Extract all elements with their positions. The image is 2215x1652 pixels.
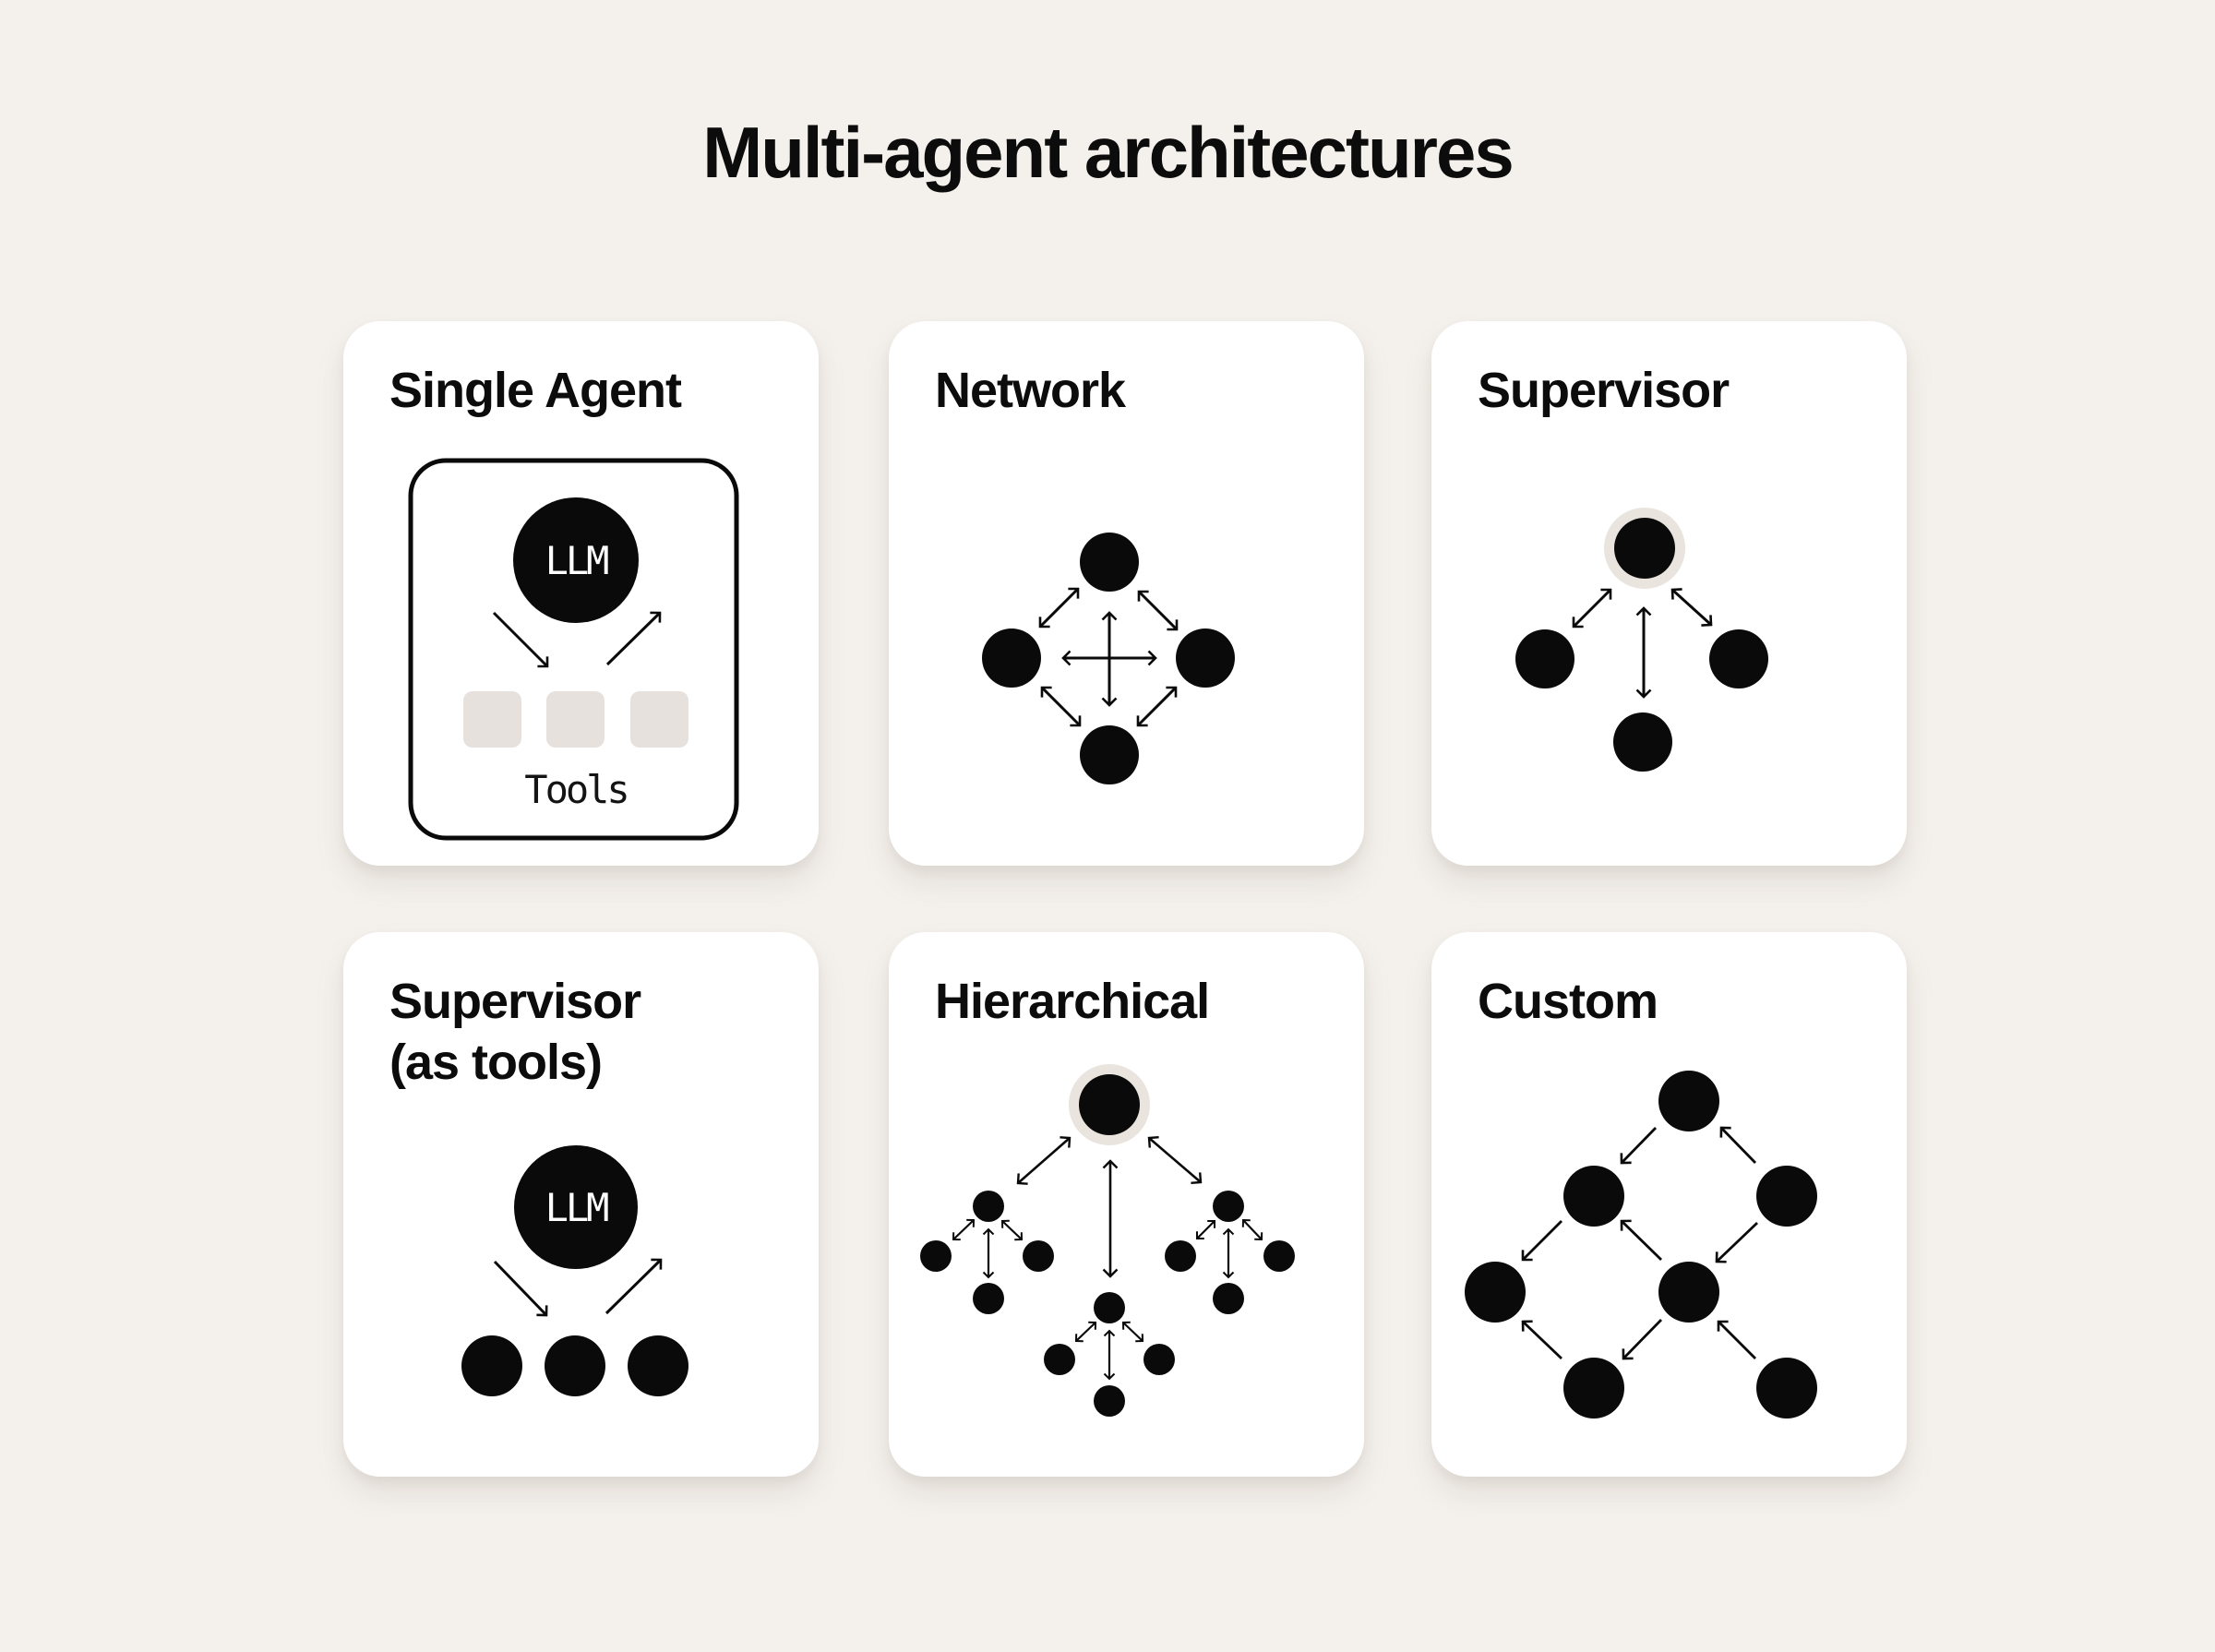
tools-label: Tools — [524, 767, 627, 812]
bidirectional-arrow — [1040, 686, 1082, 727]
card-title: Single Agent — [389, 363, 682, 418]
bidirectional-arrow — [1016, 1136, 1072, 1185]
bidirectional-arrow — [1121, 1321, 1144, 1343]
agent-node — [1563, 1166, 1624, 1227]
bidirectional-arrow — [1147, 1135, 1203, 1185]
agent-cluster-right — [1165, 1191, 1295, 1314]
card-title: Custom — [1478, 974, 1658, 1029]
team-lead-node — [973, 1191, 1004, 1222]
agent-node — [1094, 1385, 1125, 1417]
agent-node — [461, 1335, 522, 1396]
tool-square — [546, 691, 605, 748]
flow-arrow — [1620, 1219, 1662, 1262]
tool-square — [463, 691, 521, 748]
card-supervisor-as-tools: Supervisor (as tools) LLM — [343, 932, 819, 1477]
supervisor-node — [1614, 518, 1675, 579]
agent-node — [1465, 1262, 1526, 1323]
card-supervisor: Supervisor — [1431, 321, 1907, 866]
agent-node — [1709, 629, 1768, 688]
card-network: Network — [889, 321, 1364, 866]
llm-to-agents-arrow — [493, 1260, 548, 1317]
bidirectional-arrow — [1000, 1219, 1024, 1241]
agent-node — [1213, 1283, 1244, 1314]
supervisor-diagram — [1515, 508, 1768, 772]
card-custom: Custom — [1431, 932, 1907, 1477]
tools-to-llm-arrow — [605, 611, 662, 666]
llm-label: LLM — [545, 538, 609, 583]
bidirectional-arrow — [1137, 590, 1179, 631]
bidirectional-arrow — [1038, 587, 1080, 628]
agent-node — [1756, 1358, 1817, 1419]
flow-arrow — [1622, 1319, 1663, 1360]
llm-node — [514, 1145, 638, 1269]
card-title: Supervisor — [1478, 363, 1730, 418]
bidirectional-arrow — [1196, 1220, 1215, 1239]
bidirectional-arrow — [1074, 1321, 1097, 1343]
agent-node — [1080, 533, 1139, 592]
agent-node — [1165, 1240, 1196, 1272]
agent-node — [1658, 1262, 1719, 1323]
agent-node — [1023, 1240, 1054, 1272]
flow-arrow — [1719, 1126, 1757, 1164]
llm-node — [513, 497, 639, 623]
agent-node — [1263, 1240, 1295, 1272]
agent-node — [1613, 712, 1672, 772]
agent-node — [1080, 725, 1139, 784]
agent-boundary-box — [408, 458, 739, 841]
team-lead-node — [1213, 1191, 1244, 1222]
flow-arrow — [1521, 1320, 1562, 1360]
llm-to-tools-arrow — [492, 611, 549, 668]
agent-node — [1563, 1358, 1624, 1419]
agent-node — [545, 1335, 605, 1396]
supervisor-as-tools-diagram: LLM — [461, 1145, 688, 1396]
agent-node — [1143, 1344, 1175, 1375]
agent-node — [973, 1283, 1004, 1314]
card-title: Hierarchical — [935, 974, 1210, 1029]
llm-label: LLM — [545, 1185, 609, 1230]
flow-arrow — [1620, 1127, 1658, 1165]
agent-node — [1756, 1166, 1817, 1227]
flow-arrow — [1521, 1220, 1562, 1262]
flow-arrow — [1717, 1320, 1756, 1359]
bidirectional-arrow — [1136, 686, 1178, 727]
card-hierarchical: Hierarchical — [889, 932, 1364, 1477]
agent-node — [628, 1335, 688, 1396]
bidirectional-arrow — [952, 1218, 976, 1241]
agent-node — [1176, 628, 1235, 688]
agent-cluster-left — [920, 1191, 1054, 1314]
card-single-agent: Single Agent LLM Tools — [343, 321, 819, 866]
supervisor-node — [1079, 1074, 1140, 1135]
agent-node — [1044, 1344, 1075, 1375]
agent-node — [1658, 1071, 1719, 1131]
page-title: Multi-agent architectures — [702, 112, 1515, 193]
hierarchical-diagram — [920, 1064, 1295, 1417]
single-agent-diagram: LLM Tools — [408, 458, 739, 841]
agents-to-llm-arrow — [605, 1258, 663, 1315]
network-diagram — [982, 533, 1235, 784]
custom-diagram — [1465, 1071, 1817, 1419]
bidirectional-arrow — [1572, 588, 1612, 628]
flow-arrow — [1715, 1221, 1758, 1263]
team-lead-node — [1094, 1292, 1125, 1323]
bidirectional-arrow — [1670, 588, 1713, 627]
agent-cluster-center — [1044, 1292, 1175, 1417]
card-title: Supervisor (as tools) — [389, 974, 641, 1090]
agent-node — [982, 628, 1041, 688]
agent-node — [1515, 629, 1574, 688]
card-title: Network — [935, 363, 1126, 418]
agent-node — [920, 1240, 952, 1272]
bidirectional-arrow — [1241, 1218, 1263, 1241]
tool-square — [630, 691, 688, 748]
